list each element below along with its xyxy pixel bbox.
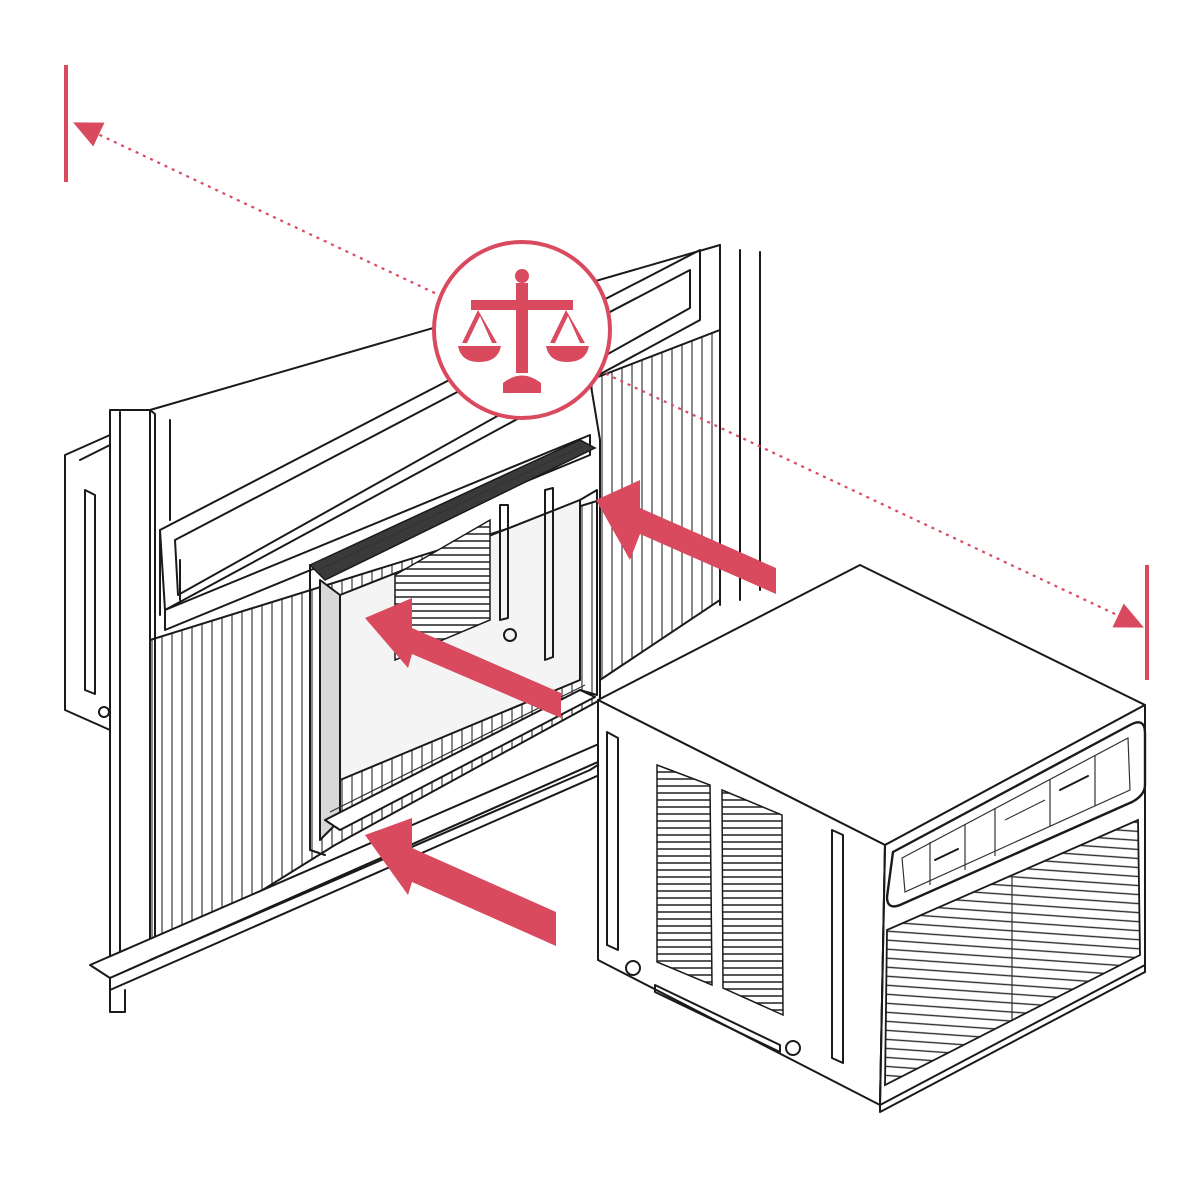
insert-arrow-upper (596, 480, 776, 594)
window-casing-left (109, 409, 151, 976)
balance-scale-badge (432, 240, 612, 420)
dimension-markers (64, 65, 1149, 680)
insert-arrows (365, 480, 776, 946)
insert-arrow-middle (365, 598, 561, 718)
width-dimension-line (73, 122, 1144, 628)
ac-control-buttons (929, 756, 1096, 885)
window-ac-unit (597, 564, 1147, 1113)
sleeve-bottom-rail (324, 689, 596, 831)
balance-scale-icon (458, 269, 589, 393)
insert-arrow-lower (365, 818, 556, 946)
sleeve-left-side (319, 579, 341, 841)
side-bracket (64, 434, 111, 731)
ac-side-grille-right (721, 788, 784, 1017)
ac-side-grille-left (656, 763, 713, 987)
